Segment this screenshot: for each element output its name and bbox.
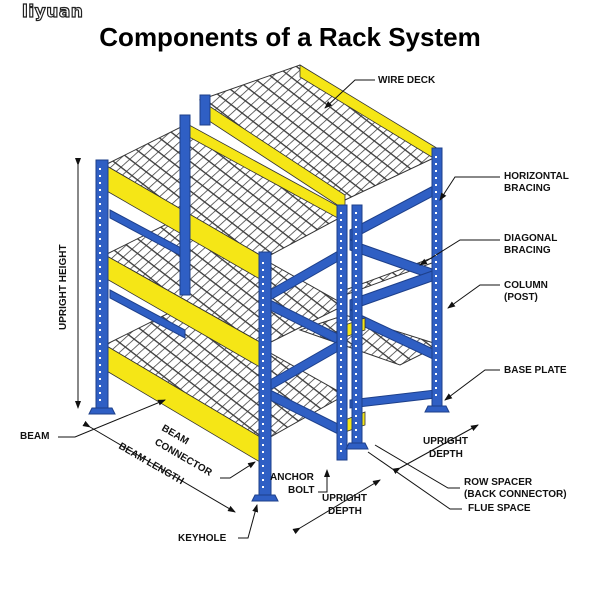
label-beam: BEAM bbox=[20, 431, 50, 442]
column-back-left bbox=[179, 114, 191, 296]
base-plate bbox=[251, 494, 279, 502]
base-plate bbox=[424, 405, 450, 413]
keyholes bbox=[99, 156, 437, 490]
label-diagonal-bracing-2: BRACING bbox=[504, 245, 551, 256]
diagram-title: Components of a Rack System bbox=[99, 22, 481, 52]
column-front-left bbox=[95, 159, 109, 411]
label-base-plate: BASE PLATE bbox=[504, 365, 567, 376]
label-upright-depth-right-2: DEPTH bbox=[429, 449, 463, 460]
column-front-mid bbox=[258, 251, 272, 498]
brand-logo: liyuan bbox=[21, 1, 84, 22]
label-anchor-bolt-1: ANCHOR bbox=[270, 472, 314, 483]
label-anchor-bolt-2: BOLT bbox=[288, 485, 315, 496]
label-upright-depth-right-1: UPRIGHT bbox=[423, 436, 468, 447]
label-upright-depth-front-1: UPRIGHT bbox=[322, 493, 367, 504]
label-row-spacer-2: (BACK CONNECTOR) bbox=[464, 489, 567, 500]
horizontal-bracing bbox=[349, 389, 436, 409]
leader-lines bbox=[58, 79, 500, 539]
label-horizontal-bracing-2: BRACING bbox=[504, 183, 551, 194]
label-upright-height: UPRIGHT HEIGHT bbox=[58, 244, 69, 330]
column-back-left2 bbox=[199, 94, 211, 126]
base-plate bbox=[345, 442, 369, 450]
bracing-left-frame bbox=[109, 289, 186, 339]
label-wire-deck: WIRE DECK bbox=[378, 75, 436, 86]
label-row-spacer-1: ROW SPACER bbox=[464, 477, 533, 488]
label-column-1: COLUMN bbox=[504, 280, 548, 291]
label-horizontal-bracing-1: HORIZONTAL bbox=[504, 171, 569, 182]
bracing-right bbox=[109, 184, 436, 436]
label-flue-space: FLUE SPACE bbox=[468, 503, 531, 514]
column-right-back bbox=[431, 147, 443, 409]
label-diagonal-bracing-1: DIAGONAL bbox=[504, 233, 558, 244]
horizontal-bracing bbox=[349, 184, 436, 241]
label-keyhole: KEYHOLE bbox=[178, 533, 227, 544]
base-plate bbox=[88, 407, 116, 415]
label-column-2: (POST) bbox=[504, 292, 538, 303]
label-upright-depth-front-2: DEPTH bbox=[328, 506, 362, 517]
